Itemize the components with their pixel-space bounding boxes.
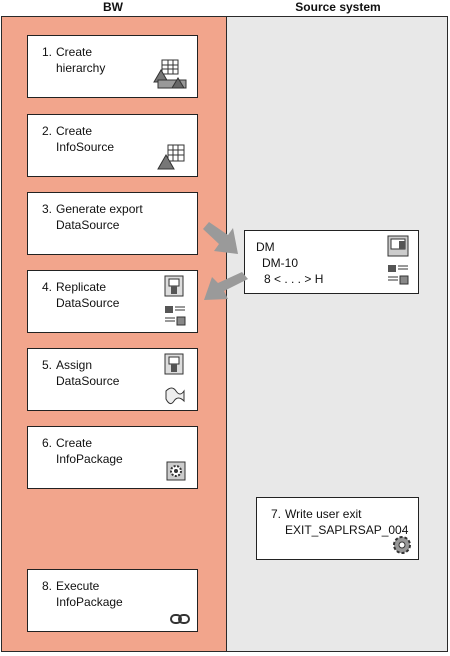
display-icon [387,235,409,257]
step-label-line2: DataSource [56,374,120,388]
infopackage-icon [166,461,186,481]
step-number: 8. [42,579,53,593]
step-label-line2: DataSource [56,296,120,310]
step-label-line1: Create [56,45,93,59]
step-number: 4. [42,280,53,294]
step-label-line2: InfoPackage [56,595,123,609]
bw-column [1,16,227,652]
hierarchy-icon [153,59,187,89]
infosource-icon [157,144,185,170]
dm-line2: DM-10 [262,256,299,270]
step-number: 7. [271,507,282,521]
step-label-line1: Assign [56,358,93,372]
dm-line1: DM [256,240,275,254]
bw-column-header: BW [103,0,123,14]
step-number: 1. [42,45,53,59]
gear-icon [393,536,411,554]
step-create-hierarchy: 1.Create hierarchy [27,35,198,98]
source-system-column-header: Source system [295,0,381,14]
step-label-line1: Create [56,124,93,138]
step-number: 5. [42,358,53,372]
step-number: 3. [42,202,53,216]
step-label-line2: hierarchy [56,61,106,75]
table-transfer-icon [388,265,409,285]
table-transfer-icon [165,306,186,326]
link-icon [170,614,190,624]
dm-line3: 8 < . . . > H [264,272,324,286]
step-number: 2. [42,124,53,138]
dm-datasource-box: DM DM-10 8 < . . . > H [244,230,419,294]
step-label-line1: Write user exit [285,507,362,521]
step-label-line1: Replicate [56,280,107,294]
step-number: 6. [42,436,53,450]
step-label-line2: InfoPackage [56,452,123,466]
step-label-line2: EXIT_SAPLRSAP_004 [285,523,409,537]
assign-icon [165,387,185,405]
step-label-line2: DataSource [56,218,120,232]
step-label-line2: InfoSource [56,140,115,154]
step-label-line1: Generate export [56,202,143,216]
step-label-line1: Create [56,436,93,450]
datasource-icon [164,353,184,375]
step-label-line1: Execute [56,579,100,593]
datasource-icon [164,275,184,297]
